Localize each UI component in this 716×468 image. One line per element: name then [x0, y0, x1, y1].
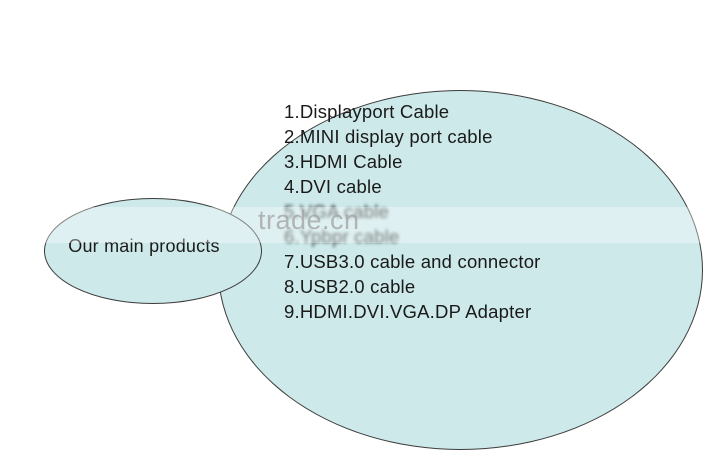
main-products-label: Our main products [68, 236, 220, 256]
watermark-text: trade.cn [258, 205, 360, 235]
product-item-2: 2.MINI display port cable [284, 126, 493, 147]
product-item-5: 5.VGA cable [284, 201, 390, 222]
watermark-band [0, 207, 716, 243]
main-products-bubble [44, 198, 262, 304]
product-item-1: 1.Displayport Cable [284, 101, 450, 122]
product-item-9: 9.HDMI.DVI.VGA.DP Adapter [284, 301, 532, 322]
product-item-8: 8.USB2.0 cable [284, 276, 416, 297]
product-item-4: 4.DVI cable [284, 176, 382, 197]
product-item-3: 3.HDMI Cable [284, 151, 403, 172]
product-item-7: 7.USB3.0 cable and connector [284, 251, 541, 272]
product-item-6: 6.Ypbpr cable [284, 226, 400, 247]
products-bubble [218, 90, 703, 450]
products-list: 1.Displayport Cable 2.MINI display port … [284, 99, 541, 324]
